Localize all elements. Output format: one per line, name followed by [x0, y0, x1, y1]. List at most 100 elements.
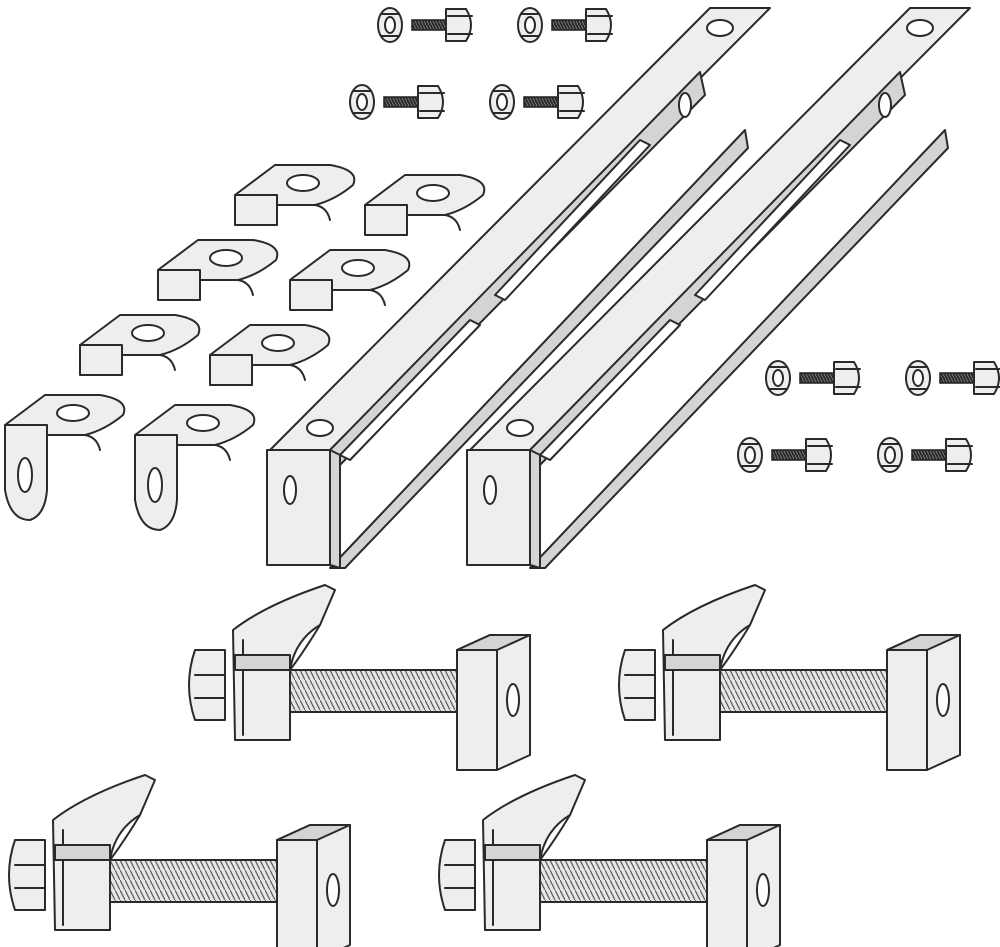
bolt-shank	[523, 96, 559, 108]
rail-end-hole	[483, 475, 497, 505]
bracket-bend	[314, 204, 331, 221]
threaded-rod	[109, 859, 281, 903]
angle-bracket	[289, 249, 411, 311]
rail-slot	[539, 319, 681, 461]
bracket-leg	[289, 279, 333, 311]
bracket-tab-hole	[131, 324, 165, 342]
bracket-leg	[157, 269, 201, 301]
bolt-head	[973, 361, 1000, 395]
jaw-hook-edge	[289, 624, 321, 671]
bolt-shank	[911, 449, 947, 461]
angle-bracket	[134, 404, 256, 531]
rail-end-edge	[529, 449, 541, 569]
hex-bolt-with-nut	[765, 360, 861, 396]
bracket-leg	[364, 204, 408, 236]
bracket-leg	[209, 354, 253, 386]
bracket-bend	[214, 444, 231, 461]
threaded-rod	[289, 669, 461, 713]
nut-bore	[912, 369, 924, 387]
hex-bolt-with-nut	[905, 360, 1000, 396]
rail-hole	[906, 19, 934, 37]
hex-bolt-with-nut	[349, 84, 445, 120]
rail-side-hole	[678, 92, 692, 118]
bracket-bend	[84, 434, 101, 451]
square-nut-top	[886, 634, 961, 651]
rail-hole	[706, 19, 734, 37]
nut-bore	[524, 16, 536, 34]
mounting-rail	[266, 7, 771, 569]
bracket-bend	[159, 354, 176, 371]
square-nut-bore	[326, 873, 340, 907]
threaded-rod	[539, 859, 711, 903]
bracket-bend	[369, 289, 386, 306]
jaw-shade	[234, 654, 291, 671]
bolt-shank	[383, 96, 419, 108]
square-nut-top	[276, 824, 351, 841]
bracket-bend	[237, 279, 254, 296]
rail-side-hole	[878, 92, 892, 118]
bracket-leg-hole	[147, 467, 163, 503]
bracket-tab-hole	[261, 334, 295, 352]
bolt-shank	[411, 19, 447, 31]
nut-bore	[884, 446, 896, 464]
angle-bracket	[157, 239, 279, 301]
mounting-rails	[266, 7, 971, 569]
bracket-leg	[234, 194, 278, 226]
angle-bracket	[234, 164, 356, 226]
rail-slot	[494, 139, 651, 301]
nut-bore	[772, 369, 784, 387]
rail-end-plate	[466, 449, 531, 566]
jaw-shade	[484, 844, 541, 861]
bracket-bend	[444, 214, 461, 231]
angle-bracket	[209, 324, 331, 386]
clamp-bolt-assembly	[8, 774, 351, 947]
bolt-head	[585, 8, 612, 42]
bracket-leg-hole	[17, 457, 33, 493]
clamp-bolt-head	[8, 839, 46, 911]
bracket-tab-hole	[286, 174, 320, 192]
rail-end-edge	[329, 449, 341, 569]
bolt-shank	[551, 19, 587, 31]
bolt-head	[557, 85, 584, 119]
clamp-bolt-assembly	[188, 584, 531, 771]
bracket-tab-hole	[56, 404, 90, 422]
square-nut-bore	[756, 873, 770, 907]
square-nut-bore	[936, 683, 950, 717]
clamp-bolt-assembly	[618, 584, 961, 771]
bracket-tab-hole	[186, 414, 220, 432]
angle-bracket	[364, 174, 486, 236]
bracket-tab-hole	[209, 249, 243, 267]
square-nut-top	[706, 824, 781, 841]
bolt-shank	[771, 449, 807, 461]
bracket-tab-hole	[416, 184, 450, 202]
angle-brackets	[4, 164, 486, 531]
clamp-bolt-head	[438, 839, 476, 911]
hex-bolt-with-nut	[737, 437, 833, 473]
bracket-bend	[289, 364, 306, 381]
clamp-bolt-head	[618, 649, 656, 721]
jaw-hook-edge	[539, 814, 571, 861]
hex-bolt-set	[349, 7, 1000, 473]
bracket-tab-hole	[341, 259, 375, 277]
jaw-hook-edge	[719, 624, 751, 671]
jaw-shade	[664, 654, 721, 671]
bolt-head	[805, 438, 832, 472]
clamp-bolt-head	[188, 649, 226, 721]
rail-end-plate	[266, 449, 331, 566]
angle-bracket	[4, 394, 126, 521]
rail-hole	[306, 419, 334, 437]
hex-bolt-with-nut	[877, 437, 973, 473]
rail-end-hole	[283, 475, 297, 505]
bolt-shank	[799, 372, 835, 384]
bolt-head	[445, 8, 472, 42]
rail-hole	[506, 419, 534, 437]
bolt-head	[833, 361, 860, 395]
jaw-hook-edge	[109, 814, 141, 861]
square-nut-bore	[506, 683, 520, 717]
nut-bore	[496, 93, 508, 111]
bolt-head	[945, 438, 972, 472]
nut-bore	[356, 93, 368, 111]
bolt-shank	[939, 372, 975, 384]
